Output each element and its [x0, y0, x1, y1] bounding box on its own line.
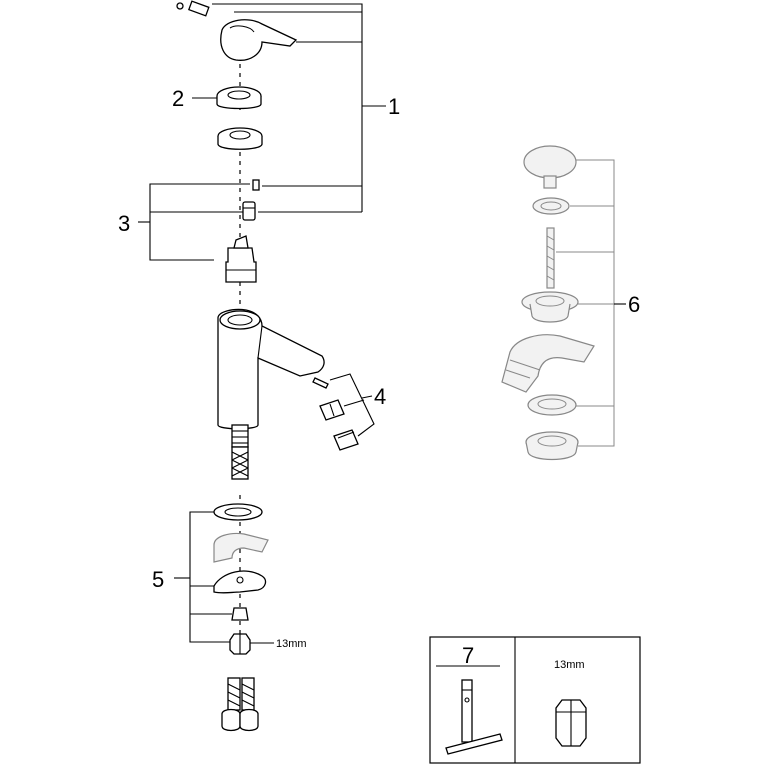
mounting-washer: [213, 503, 263, 521]
cartridge: [225, 235, 257, 283]
supply-hoses: [221, 677, 259, 732]
basin-section: [501, 334, 595, 393]
dimension-13mm: 13mm: [276, 638, 307, 650]
callout-2: 2: [172, 86, 184, 111]
lock-nut: [217, 127, 263, 150]
aerator-seal: [312, 377, 329, 389]
leader-lines-3: [138, 183, 250, 261]
mounting-nut: [231, 607, 249, 621]
aerator-insert: [319, 399, 345, 421]
hex-socket-13mm: [555, 699, 587, 747]
drain-gasket: [527, 394, 577, 416]
callout-5: 5: [152, 567, 164, 592]
callout-6: 6: [628, 292, 640, 317]
braided-hose: [231, 446, 249, 480]
cover-ring: [216, 86, 262, 110]
threaded-stud: [231, 424, 249, 448]
callout-3: 3: [118, 211, 130, 236]
leader-lines-4: [329, 373, 375, 437]
drain-seal: [532, 197, 570, 215]
mounting-horseshoe: [213, 570, 267, 594]
callout-1: 1: [388, 94, 400, 119]
drain-body: [525, 431, 579, 461]
aerator-housing: [333, 429, 359, 451]
tool-dimension-13mm: 13mm: [554, 659, 585, 671]
countertop-section: [213, 532, 269, 563]
drain-flange: [521, 291, 579, 323]
leader-lines-5: [174, 511, 232, 643]
hex-nut-13mm: [229, 633, 251, 655]
key-tool: [445, 679, 503, 755]
faucet-body: [217, 308, 325, 430]
drain-plug: [523, 145, 577, 189]
small-screw: [252, 179, 260, 191]
lever-handle: [220, 19, 298, 61]
handle-screw: [176, 0, 210, 17]
callout-4: 4: [374, 384, 386, 409]
callout-7: 7: [462, 643, 474, 668]
cartridge-adapter: [242, 201, 256, 221]
leader-lines-1: [212, 3, 386, 213]
drain-screw: [546, 227, 555, 289]
leader-lines-6: [556, 159, 626, 447]
